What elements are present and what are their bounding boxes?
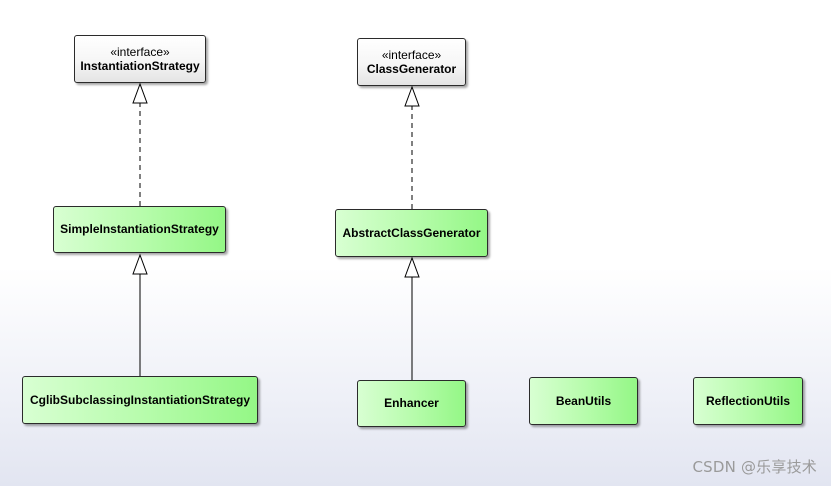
class-name: CglibSubclassingInstantiationStrategy bbox=[29, 392, 251, 407]
watermark-text: CSDN @乐享技术 bbox=[692, 458, 817, 476]
class-name: AbstractClassGenerator bbox=[342, 225, 481, 240]
class-name: Enhancer bbox=[384, 396, 439, 410]
realization-arrowhead-instantiation bbox=[132, 82, 148, 104]
generalization-arrowhead-simple bbox=[132, 253, 148, 275]
class-abstract-class-generator[interactable]: AbstractClassGenerator bbox=[335, 209, 488, 257]
interface-stereotype: «interface» bbox=[381, 47, 442, 62]
class-name: BeanUtils bbox=[555, 393, 612, 408]
class-reflection-utils[interactable]: ReflectionUtils bbox=[693, 377, 803, 425]
class-enhancer[interactable]: Enhancer bbox=[357, 380, 466, 427]
generalization-arrowhead-abstract bbox=[404, 256, 420, 278]
interface-name: ClassGenerator bbox=[366, 61, 457, 76]
realization-arrowhead-classgenerator bbox=[404, 85, 420, 107]
class-name: SimpleInstantiationStrategy bbox=[60, 222, 219, 236]
class-bean-utils[interactable]: BeanUtils bbox=[529, 377, 638, 425]
interface-stereotype: «interface» bbox=[110, 44, 170, 59]
class-name: ReflectionUtils bbox=[705, 393, 790, 408]
interface-class-generator[interactable]: «interface» ClassGenerator bbox=[357, 38, 466, 86]
class-simple-instantiation-strategy[interactable]: SimpleInstantiationStrategy bbox=[53, 206, 226, 253]
class-cglib-subclassing-instantiation-strategy[interactable]: CglibSubclassingInstantiationStrategy bbox=[22, 376, 258, 424]
interface-name: InstantiationStrategy bbox=[80, 58, 200, 73]
interface-instantiation-strategy[interactable]: «interface» InstantiationStrategy bbox=[74, 35, 206, 83]
